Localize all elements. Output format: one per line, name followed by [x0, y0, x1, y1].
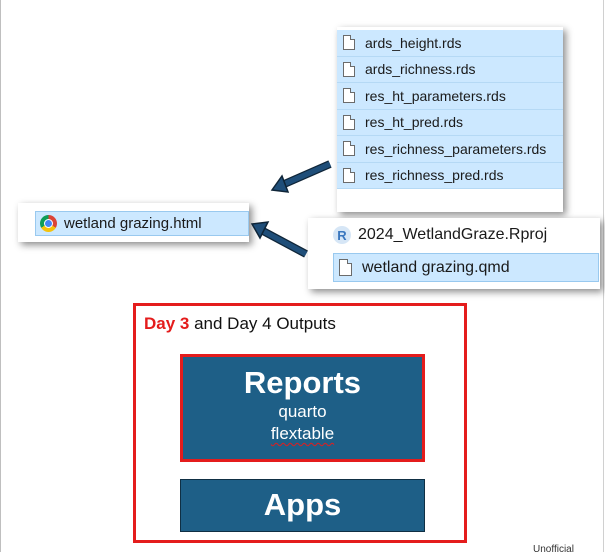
document-icon: [343, 88, 355, 104]
file-name: ards_height.rds: [365, 34, 462, 51]
document-icon: [343, 35, 355, 51]
file-row-rds-0[interactable]: ards_height.rds: [337, 30, 563, 57]
file-name: res_ht_parameters.rds: [365, 87, 506, 104]
file-row-html[interactable]: wetland grazing.html: [35, 211, 249, 236]
file-row-rds-4[interactable]: res_richness_parameters.rds: [337, 136, 563, 163]
file-name: 2024_WetlandGraze.Rproj: [358, 226, 548, 243]
file-name: wetland grazing.html: [64, 215, 202, 232]
file-name: wetland grazing.qmd: [362, 258, 510, 276]
reports-item-quarto: quarto: [278, 402, 327, 421]
file-name: ards_richness.rds: [365, 61, 476, 78]
file-row-rds-1[interactable]: ards_richness.rds: [337, 56, 563, 83]
reports-title: Reports: [243, 365, 362, 400]
file-name: res_richness_pred.rds: [365, 167, 504, 184]
file-name: res_ht_pred.rds: [365, 114, 464, 131]
outputs-box: Day 3 and Day 4 Outputs Reports quarto f…: [133, 303, 467, 543]
document-icon: [343, 61, 355, 77]
document-icon: [343, 141, 355, 157]
arrow-left-upper: [270, 160, 332, 193]
outputs-title: Day 3 and Day 4 Outputs: [144, 314, 336, 334]
html-output-panel: wetland grazing.html: [18, 203, 249, 242]
document-icon: [343, 114, 355, 130]
chrome-icon: [40, 215, 57, 232]
outputs-title-rest: and Day 4 Outputs: [189, 314, 336, 333]
file-row-rproj[interactable]: R 2024_WetlandGraze.Rproj: [333, 226, 547, 244]
footer-label: Unofficial: [533, 544, 574, 555]
file-row-rds-2[interactable]: res_ht_parameters.rds: [337, 83, 563, 110]
document-icon: [343, 167, 355, 183]
left-border-line: [0, 0, 1, 552]
reports-item-flextable: flextable: [270, 424, 335, 443]
project-files-panel: R 2024_WetlandGraze.Rproj wetland grazin…: [308, 218, 600, 289]
r-project-icon: R: [333, 226, 351, 244]
document-icon: [339, 259, 352, 276]
file-row-rds-3[interactable]: res_ht_pred.rds: [337, 109, 563, 136]
apps-box: Apps: [180, 479, 425, 532]
outputs-title-highlight: Day 3: [144, 314, 190, 333]
right-border-line: [603, 0, 604, 552]
file-name: res_richness_parameters.rds: [365, 140, 547, 157]
file-row-rds-5[interactable]: res_richness_pred.rds: [337, 162, 563, 189]
file-row-qmd[interactable]: wetland grazing.qmd: [333, 253, 599, 282]
reports-box: Reports quarto flextable: [180, 354, 425, 462]
arrow-left-lower: [250, 221, 308, 258]
rds-files-panel: ards_height.rds ards_richness.rds res_ht…: [337, 27, 563, 212]
